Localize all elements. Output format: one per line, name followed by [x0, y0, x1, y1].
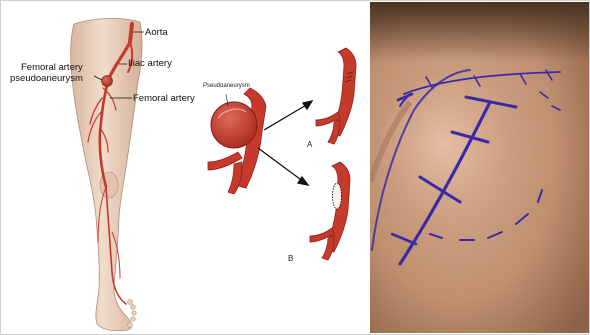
illustration-panel: Aorta Iliac artery Femoral artery pseudo…	[2, 2, 368, 333]
label-iliac-artery: Iliac artery	[128, 58, 172, 69]
clinical-photo	[370, 2, 589, 333]
label-aorta: Aorta	[145, 27, 168, 38]
swelling	[377, 77, 527, 247]
inset-label-pseudoaneurysm: Pseudoaneurysm	[203, 83, 250, 90]
toes	[128, 300, 137, 328]
inset-label-b: B	[288, 254, 293, 263]
label-pseudoaneurysm-line1: Femoral artery	[21, 62, 83, 73]
clinical-photo-panel	[370, 2, 589, 333]
leg-illustration	[2, 2, 368, 333]
inset-diagram	[208, 48, 356, 260]
inset-label-a: A	[307, 140, 312, 149]
pseudoaneurysm-sac	[102, 76, 113, 87]
label-femoral-artery: Femoral artery	[133, 93, 195, 104]
label-pseudoaneurysm-line2: pseudoaneurysm	[10, 73, 83, 84]
